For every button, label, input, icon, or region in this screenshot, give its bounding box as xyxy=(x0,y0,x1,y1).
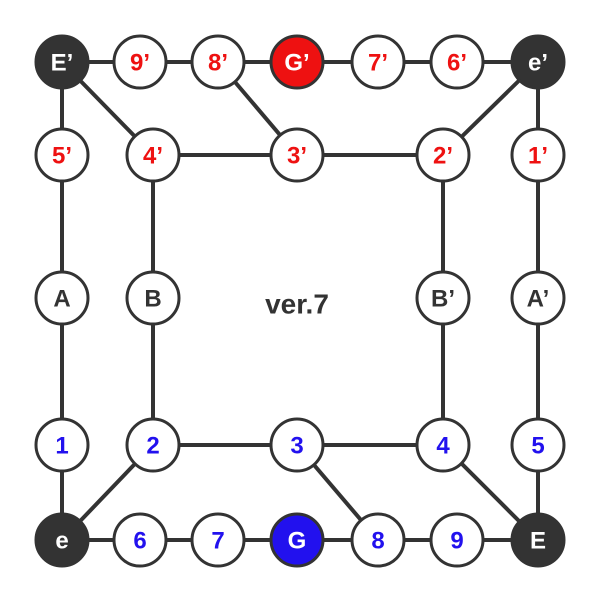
node-label: 4’ xyxy=(143,143,163,170)
nodes-layer: E’ 9’ 8’ G’ 7’ 6’ e’ 5’ 4’ 3’ 2’ 1’ A B B’ A’ 1 2 3 4 5 e 6 7 G 8… xyxy=(34,34,566,568)
node-n4p: 4’ xyxy=(125,127,181,183)
node-e: E xyxy=(510,512,566,568)
node-n5p: 5’ xyxy=(34,127,90,183)
node-n9p: 9’ xyxy=(112,34,168,90)
node-label: E’ xyxy=(51,50,74,77)
node-n1: 1 xyxy=(34,417,90,473)
node-n3p: 3’ xyxy=(269,127,325,183)
node-circle xyxy=(415,270,471,326)
node-n9: 9 xyxy=(429,512,485,568)
node-label: 2’ xyxy=(433,143,453,170)
node-n5: 5 xyxy=(510,417,566,473)
node-circle xyxy=(125,127,181,183)
node-label: 1’ xyxy=(528,143,548,170)
node-label: 3 xyxy=(290,433,303,460)
node-circle xyxy=(190,34,246,90)
node-label: 7’ xyxy=(368,50,388,77)
node-e-prime: e’ xyxy=(510,34,566,90)
node-b: B xyxy=(125,270,181,326)
node-n8p: 8’ xyxy=(190,34,246,90)
node-n1p: 1’ xyxy=(510,127,566,183)
node-n8: 8 xyxy=(350,512,406,568)
node-label: 7 xyxy=(211,528,224,555)
node-circle xyxy=(510,34,566,90)
node-circle xyxy=(415,417,471,473)
node-label: B’ xyxy=(431,286,455,313)
node-a: A xyxy=(34,270,90,326)
node-label: 9 xyxy=(450,528,463,555)
node-circle xyxy=(510,127,566,183)
node-label: 5’ xyxy=(52,143,72,170)
node-circle xyxy=(34,512,90,568)
node-e: e xyxy=(34,512,90,568)
node-circle xyxy=(429,34,485,90)
node-circle xyxy=(112,512,168,568)
node-circle xyxy=(510,417,566,473)
node-circle xyxy=(269,512,325,568)
node-n6: 6 xyxy=(112,512,168,568)
version-label: ver.7 xyxy=(265,289,329,320)
node-n2p: 2’ xyxy=(415,127,471,183)
node-n3: 3 xyxy=(269,417,325,473)
node-g-prime: G’ xyxy=(269,34,325,90)
node-circle xyxy=(190,512,246,568)
node-circle xyxy=(510,512,566,568)
node-circle xyxy=(429,512,485,568)
node-label: A xyxy=(53,286,70,313)
node-n4: 4 xyxy=(415,417,471,473)
node-n6p: 6’ xyxy=(429,34,485,90)
node-label: 3’ xyxy=(287,143,307,170)
node-b-prime: B’ xyxy=(415,270,471,326)
node-circle xyxy=(125,270,181,326)
node-circle xyxy=(34,127,90,183)
node-label: 1 xyxy=(55,433,68,460)
node-circle xyxy=(415,127,471,183)
node-label: B xyxy=(144,286,161,313)
node-circle xyxy=(34,34,90,90)
node-n7p: 7’ xyxy=(350,34,406,90)
node-label: G xyxy=(288,528,307,555)
node-label: E xyxy=(530,528,546,555)
node-circle xyxy=(350,34,406,90)
node-label: 8’ xyxy=(208,50,228,77)
node-label: 2 xyxy=(146,433,159,460)
node-label: e xyxy=(55,528,68,555)
node-label: 6 xyxy=(133,528,146,555)
node-g: G xyxy=(269,512,325,568)
node-circle xyxy=(34,270,90,326)
node-circle xyxy=(510,270,566,326)
node-a-prime: A’ xyxy=(510,270,566,326)
node-label: 4 xyxy=(436,433,450,460)
node-label: e’ xyxy=(528,50,548,77)
node-label: A’ xyxy=(527,286,550,313)
node-label: 9’ xyxy=(130,50,150,77)
node-circle xyxy=(269,417,325,473)
node-label: 6’ xyxy=(447,50,467,77)
node-n7: 7 xyxy=(190,512,246,568)
node-e-prime: E’ xyxy=(34,34,90,90)
node-circle xyxy=(112,34,168,90)
node-label: 8 xyxy=(371,528,384,555)
node-circle xyxy=(269,34,325,90)
node-label: 5 xyxy=(531,433,544,460)
node-circle xyxy=(269,127,325,183)
node-circle xyxy=(34,417,90,473)
node-label: G’ xyxy=(284,50,309,77)
node-circle xyxy=(125,417,181,473)
node-n2: 2 xyxy=(125,417,181,473)
node-circle xyxy=(350,512,406,568)
